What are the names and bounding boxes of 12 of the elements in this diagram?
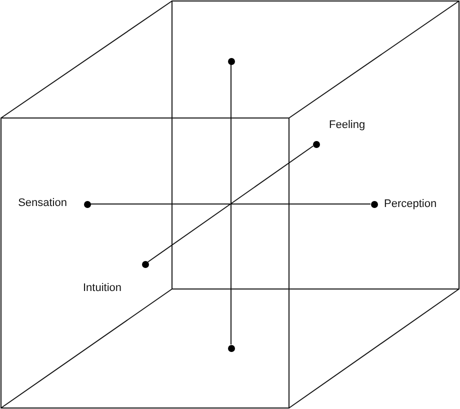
point-dot (228, 58, 234, 64)
point-dot (370, 200, 378, 208)
axis-label: Feeling (329, 119, 366, 132)
point-dot (84, 200, 90, 208)
point-dot (142, 260, 148, 268)
point-dot (228, 344, 234, 352)
axis-label: Perception (384, 198, 437, 211)
point-dot (312, 140, 320, 148)
axis-label: Intuition (83, 282, 122, 295)
axis-line (230, 64, 232, 345)
axis-label: Sensation (18, 197, 67, 210)
axis-line (147, 146, 314, 262)
